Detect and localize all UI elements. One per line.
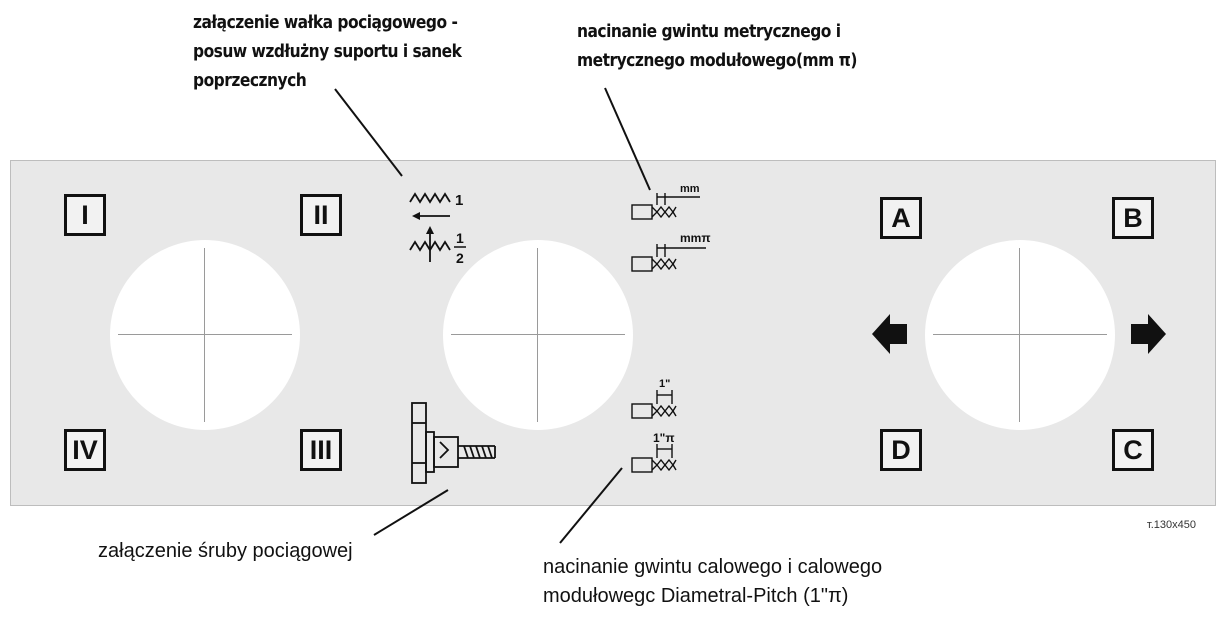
feed-ratio-1-label: 1 (455, 192, 463, 209)
position-box-A: A (880, 197, 922, 239)
position-box-IV: IV (64, 429, 106, 471)
position-box-III: III (300, 429, 342, 471)
feed-ratio-half-numerator: 1 (456, 230, 464, 246)
leader-line-inch (559, 467, 623, 544)
inch-thread-icon (631, 390, 677, 419)
metric-module-thread-icon (631, 244, 706, 272)
leader-line-lead-screw (373, 489, 449, 536)
right-selector-dial[interactable] (925, 240, 1115, 430)
feed-shaft-annotation: załączenie wałka pociągowego - posuw wzd… (193, 12, 462, 91)
metric-unit-label: mm (680, 183, 700, 195)
feed-shaft-icon (409, 192, 451, 262)
position-box-II: II (300, 194, 342, 236)
position-box-C: C (1112, 429, 1154, 471)
left-selector-dial[interactable] (110, 240, 300, 430)
inch-dp-unit-label: 1"π (653, 431, 675, 445)
metric-thread-icon (631, 193, 700, 220)
reference-code: т.130x450 (1146, 519, 1196, 531)
leader-line-feed-shaft (334, 88, 403, 177)
center-selector-dial[interactable] (443, 240, 633, 430)
metric-thread-annotation: nacinanie gwintu metrycznego i metryczne… (577, 21, 857, 71)
arrow-right-icon (1131, 314, 1166, 354)
position-box-I: I (64, 194, 106, 236)
lead-screw-icon (411, 402, 496, 484)
inch-unit-label: 1" (659, 378, 670, 390)
position-box-D: D (880, 429, 922, 471)
leader-line-metric (604, 87, 651, 191)
feed-ratio-half-denominator: 2 (456, 250, 464, 266)
position-box-B: B (1112, 197, 1154, 239)
lead-screw-annotation: załączenie śruby pociągowej (98, 540, 353, 562)
inch-thread-annotation: nacinanie gwintu calowego i calowego mod… (543, 556, 883, 607)
inch-dp-thread-icon (631, 444, 677, 473)
metric-module-unit-label: mmπ (680, 231, 711, 245)
arrow-left-icon (872, 314, 907, 354)
